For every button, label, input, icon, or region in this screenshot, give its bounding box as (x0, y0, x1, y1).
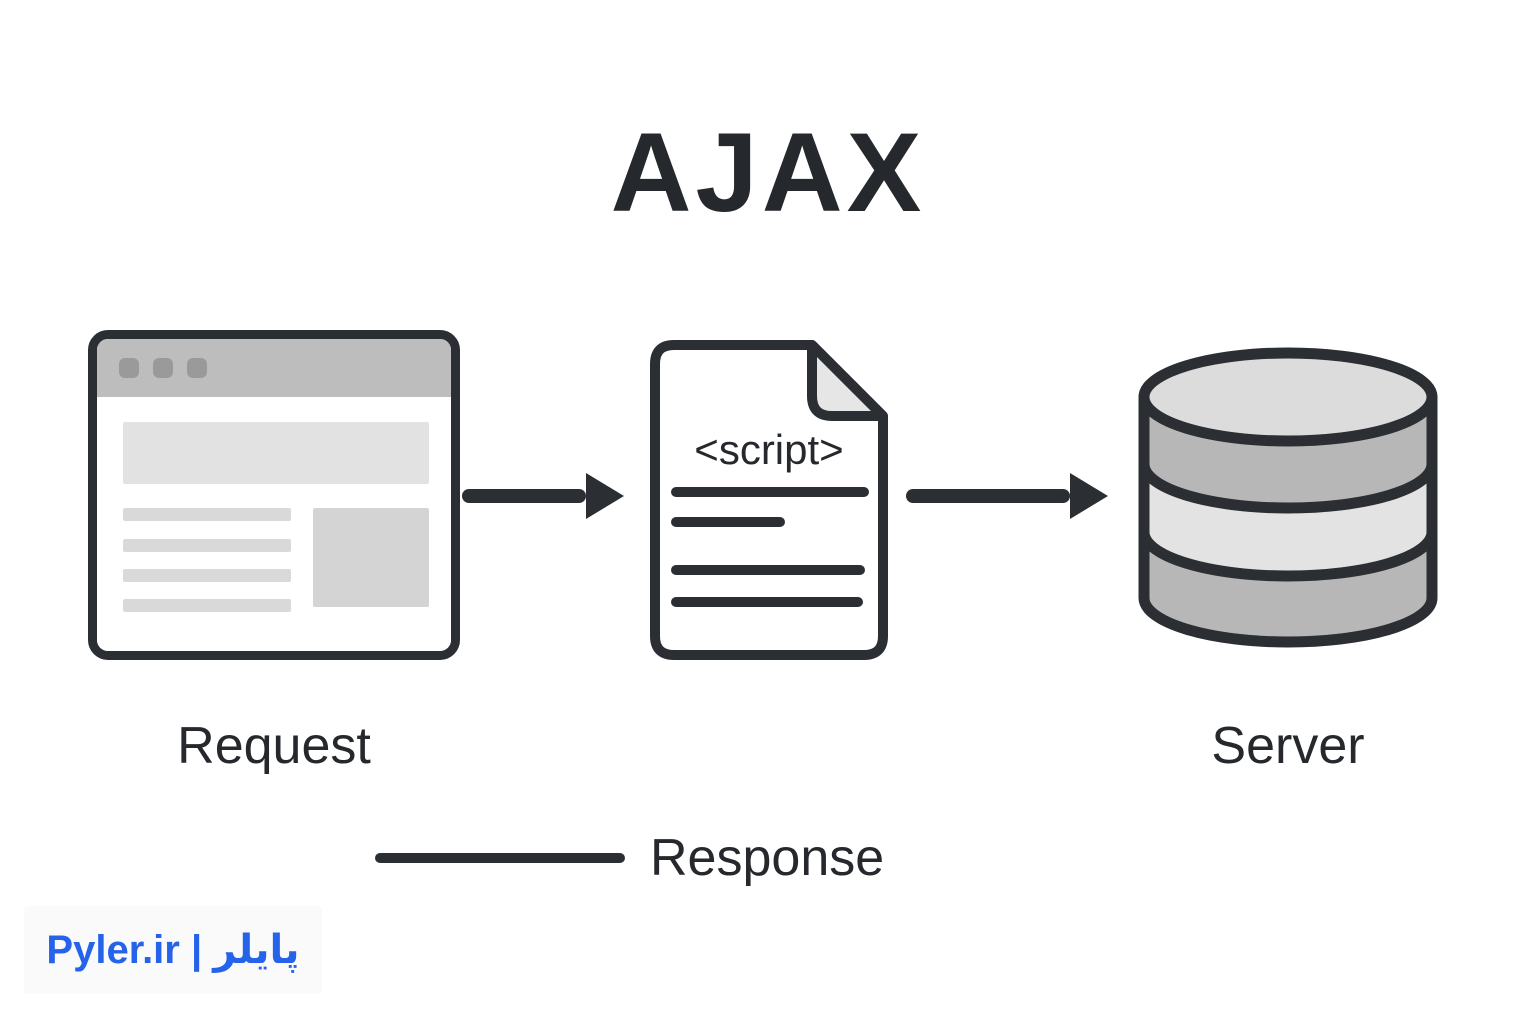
content-banner-placeholder (123, 422, 429, 484)
diagram-title: AJAX (610, 110, 926, 235)
browser-content-area (97, 397, 451, 651)
content-image-placeholder (313, 508, 429, 607)
content-text-line-placeholder (123, 569, 291, 582)
arrow-shaft (906, 489, 1070, 503)
browser-dot-icon (119, 358, 139, 378)
content-text-line-placeholder (123, 508, 291, 521)
content-text-line-placeholder (123, 539, 291, 552)
content-text-line-placeholder (123, 599, 291, 612)
script-file-icon: <script> (648, 338, 890, 662)
browser-dot-icon (153, 358, 173, 378)
arrow-head (586, 473, 624, 519)
server-label: Server (1211, 717, 1365, 775)
arrow-script-to-server-icon (906, 473, 1108, 519)
arrow-request-to-script-icon (462, 473, 624, 519)
script-tag-label: <script> (694, 426, 844, 473)
browser-window-icon (88, 330, 460, 660)
browser-title-bar (97, 339, 451, 397)
database-icon (1133, 342, 1443, 654)
database-shape (1138, 347, 1438, 648)
arrow-head (1070, 473, 1108, 519)
browser-dot-icon (187, 358, 207, 378)
response-label: Response (650, 829, 885, 887)
watermark-badge: Pyler.ir | پایلر (24, 906, 322, 994)
response-line (375, 853, 625, 863)
watermark-text: Pyler.ir | پایلر (46, 928, 300, 972)
document-shape (650, 340, 888, 660)
request-label: Request (177, 717, 371, 775)
arrow-shaft (462, 489, 586, 503)
